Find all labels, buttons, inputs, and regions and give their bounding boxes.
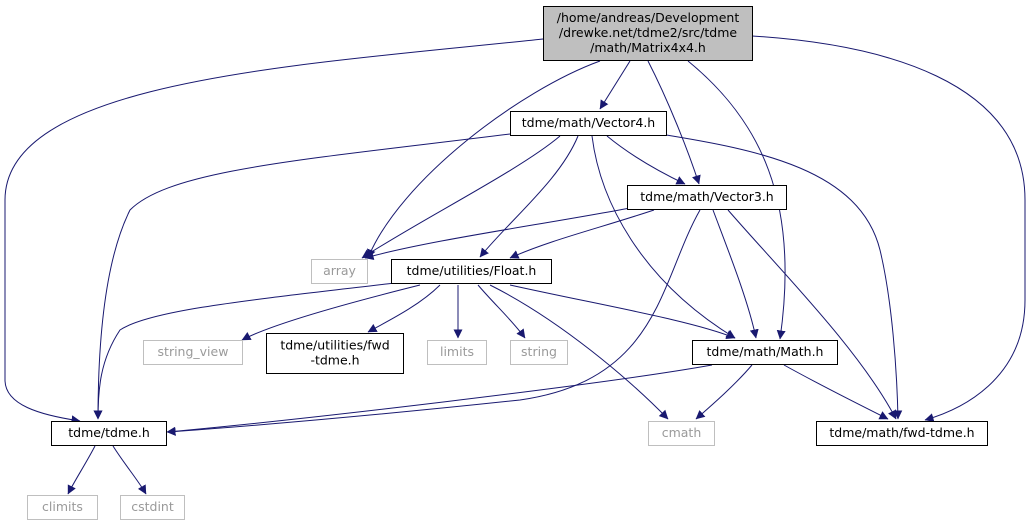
edge-vector3-to-math	[712, 209, 759, 339]
edge-float-to-cmath	[489, 284, 669, 420]
edge-vector4-to-fwd_math	[659, 133, 903, 420]
node-root[interactable]: /home/andreas/Development/drewke.net/tdm…	[543, 6, 753, 61]
node-tdme[interactable]: tdme/tdme.h	[51, 421, 167, 446]
node-label: /math/Matrix4x4.h	[590, 40, 706, 55]
node-box	[311, 259, 368, 284]
node-label: tdme/math/Math.h	[707, 344, 824, 359]
node-label: tdme/utilities/fwd	[280, 338, 389, 353]
node-fwd_math[interactable]: tdme/math/fwd-tdme.h	[816, 421, 988, 446]
edge-root-to-math	[687, 60, 786, 340]
node-label: tdme/math/Vector4.h	[522, 115, 655, 130]
node-box	[543, 6, 753, 61]
edge-float-to-fwd_util	[367, 284, 441, 333]
edge-tdme-to-climits	[67, 445, 96, 495]
edge-float-to-math	[509, 284, 736, 340]
node-climits: climits	[27, 495, 98, 520]
node-box	[692, 340, 838, 365]
node-cstdint: cstdint	[120, 495, 185, 520]
node-label: -tdme.h	[310, 353, 359, 368]
edges-layer	[4, 35, 1026, 495]
node-label: cmath	[662, 425, 702, 440]
edge-vector3-to-tdme	[166, 209, 701, 436]
edge-root-to-fwd_math	[751, 35, 1026, 422]
node-string: string	[510, 340, 568, 365]
node-label: tdme/tdme.h	[68, 425, 150, 440]
node-box	[510, 111, 667, 136]
node-label: tdme/utilities/Float.h	[407, 263, 537, 278]
node-label: array	[323, 263, 356, 278]
edge-math-to-cmath	[695, 364, 753, 420]
node-math[interactable]: tdme/math/Math.h	[692, 340, 838, 365]
node-label: tdme/math/Vector3.h	[640, 189, 773, 204]
node-cmath: cmath	[648, 421, 715, 446]
edge-vector4-to-float	[479, 135, 579, 258]
node-box	[391, 259, 552, 284]
edge-math-to-fwd_math	[783, 364, 889, 420]
edge-root-to-tdme	[4, 38, 544, 425]
edge-vector4-to-vector3	[606, 135, 686, 185]
node-limits: limits	[427, 340, 487, 365]
node-array: array	[311, 259, 368, 284]
edge-vector3-to-array	[364, 207, 631, 261]
node-fwd_util[interactable]: tdme/utilities/fwd-tdme.h	[266, 333, 404, 374]
node-box	[143, 340, 243, 365]
edge-math-to-tdme	[166, 364, 713, 436]
node-label: /drewke.net/tdme2/src/tdme	[559, 25, 737, 40]
node-label: climits	[42, 499, 83, 514]
node-label: /home/andreas/Development	[557, 10, 740, 25]
node-label: tdme/math/fwd-tdme.h	[829, 425, 974, 440]
node-box	[27, 495, 98, 520]
edge-tdme-to-cstdint	[112, 445, 147, 495]
edge-float-to-string_view	[241, 284, 421, 341]
node-label: cstdint	[131, 499, 174, 514]
nodes-layer: /home/andreas/Development/drewke.net/tdm…	[27, 6, 988, 520]
node-vector3[interactable]: tdme/math/Vector3.h	[627, 185, 787, 210]
node-label: limits	[440, 344, 474, 359]
edge-root-to-array	[367, 60, 601, 259]
node-box	[266, 333, 404, 374]
node-box	[120, 495, 185, 520]
node-box	[427, 340, 487, 365]
edge-vector4-to-array	[361, 135, 561, 259]
node-box	[51, 421, 167, 446]
node-box	[816, 421, 988, 446]
node-string_view: string_view	[143, 340, 243, 365]
edge-float-to-tdme	[93, 282, 396, 420]
edge-vector3-to-float	[509, 209, 655, 259]
node-vector4[interactable]: tdme/math/Vector4.h	[510, 111, 667, 136]
node-box	[627, 185, 787, 210]
node-box	[510, 340, 568, 365]
edge-root-to-vector4	[599, 60, 631, 110]
node-label: string	[521, 344, 557, 359]
edge-root-to-vector3	[647, 60, 701, 185]
node-box	[648, 421, 715, 446]
edge-vector4-to-math	[591, 135, 736, 339]
edge-float-to-string	[477, 284, 526, 339]
node-label: string_view	[158, 344, 229, 359]
edge-vector3-to-fwd_math	[727, 209, 897, 420]
edge-vector4-to-tdme	[93, 133, 511, 420]
node-float[interactable]: tdme/utilities/Float.h	[391, 259, 552, 284]
